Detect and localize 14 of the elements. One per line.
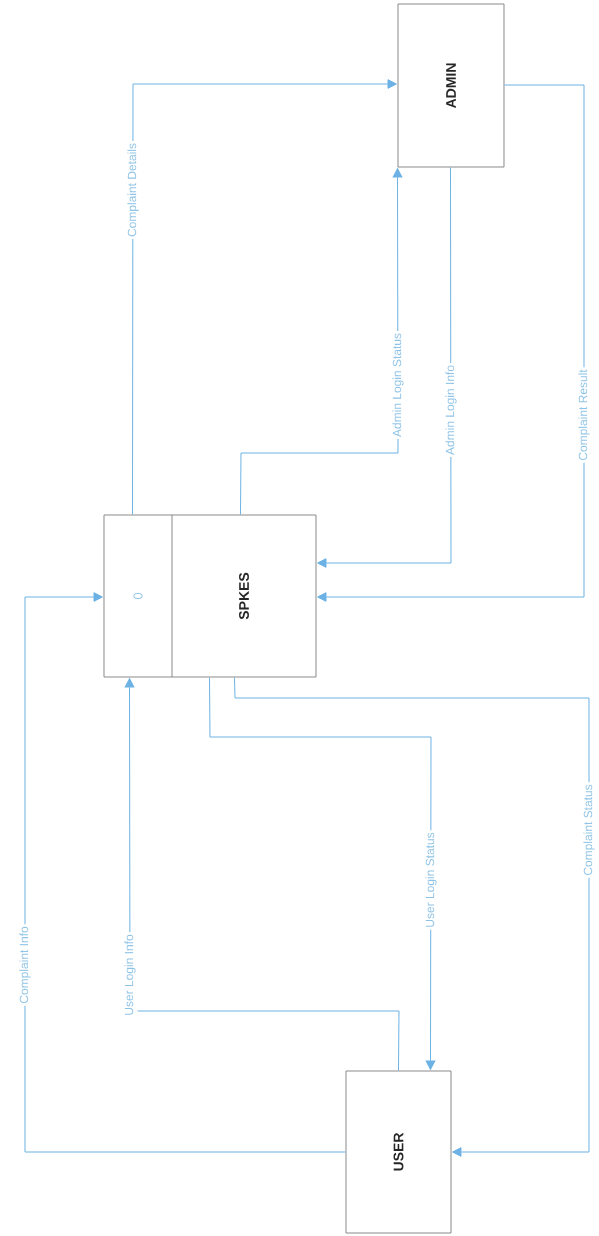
entity-box: USER (345, 1070, 452, 1234)
edge-label: Admin Login Info (443, 363, 459, 458)
entity-box: ADMIN (397, 3, 505, 168)
edge-label: User Login Info (122, 932, 138, 1018)
edge-label: Complaint Status (581, 782, 597, 878)
arrow (24, 592, 346, 1153)
process-box: 0 SPKES (103, 514, 317, 678)
arrow (234, 677, 590, 1157)
edge-label: User Login Status (423, 830, 439, 930)
edge-label: Complaint Result (576, 367, 592, 463)
arrow (317, 84, 585, 602)
edge-label: Complaint Info (17, 924, 33, 1006)
edge-label: Complaint Details (125, 141, 141, 240)
edge-label: Admin Login Status (390, 331, 406, 440)
